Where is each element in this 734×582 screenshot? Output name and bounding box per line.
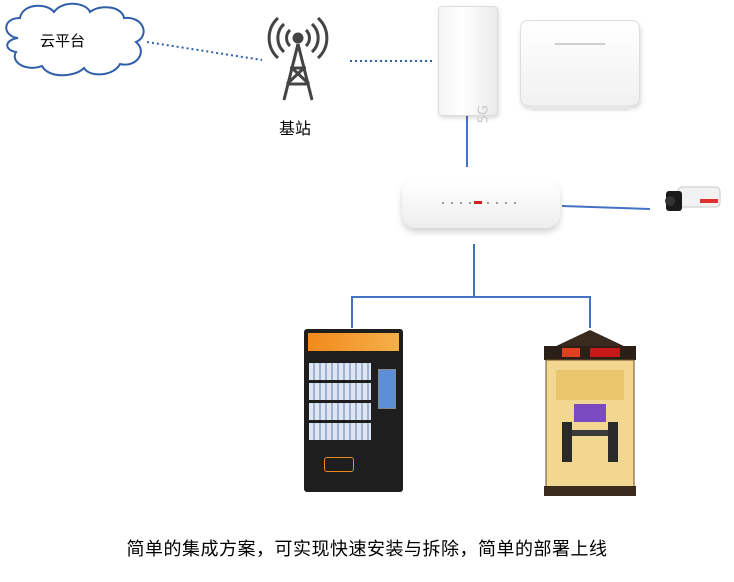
radio-tower-icon <box>267 16 329 101</box>
vending-pickup-slot <box>324 457 354 472</box>
vending-shelf <box>309 423 371 440</box>
cloud-platform-label: 云平台 <box>40 32 86 50</box>
cloud-to-tower-link <box>146 41 263 61</box>
gateway-status-led <box>474 201 482 204</box>
cloud-icon <box>5 2 145 77</box>
vending-shelf <box>309 363 371 380</box>
router-led-strip <box>555 43 605 45</box>
diagram-caption: 简单的集成方案，可实现快速安装与拆除，简单的部署上线 <box>126 539 608 560</box>
cpe-5g-tag: 5G <box>476 105 491 124</box>
cpe-5g-device: 5G <box>438 6 498 123</box>
gateway-led-strip <box>442 202 522 204</box>
vending-touchscreen <box>378 369 396 409</box>
base-station-label: 基站 <box>279 119 312 138</box>
gateway-device <box>402 180 560 228</box>
vending-machine <box>304 329 403 492</box>
gateway-to-camera-link <box>561 205 651 210</box>
vending-banner <box>308 333 399 351</box>
router-stand <box>529 105 631 111</box>
vending-shelf <box>309 403 371 420</box>
bullet-camera-icon <box>665 186 721 211</box>
vending-shelf <box>309 383 371 400</box>
karaoke-booth <box>544 330 636 496</box>
router-device <box>520 20 640 111</box>
